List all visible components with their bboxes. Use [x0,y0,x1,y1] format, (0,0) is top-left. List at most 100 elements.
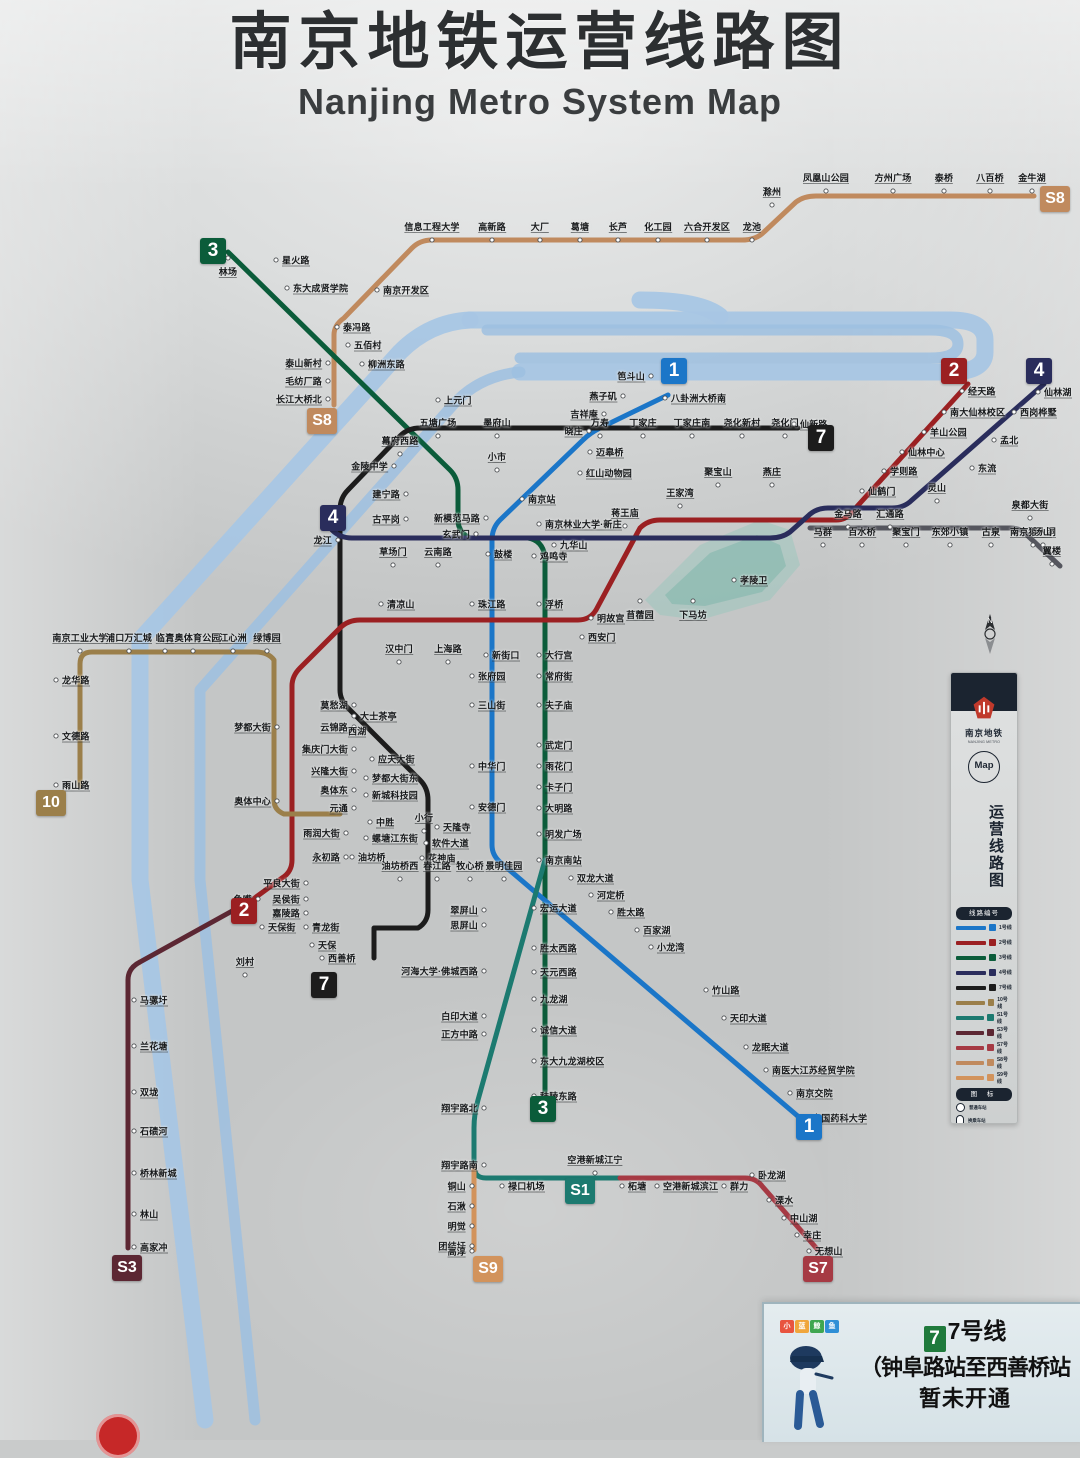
station-dot[interactable] [469,1203,475,1209]
station-dot[interactable] [586,428,592,434]
badge-s8-east[interactable]: S8 [1040,186,1070,212]
badge-l2-west[interactable]: 2 [231,898,257,924]
badge-s8[interactable]: S8 [307,408,337,434]
station-dot[interactable] [351,787,357,793]
station-dot[interactable] [53,677,59,683]
station-dot[interactable] [53,782,59,788]
station-dot[interactable] [131,1170,137,1176]
station-dot[interactable] [131,1211,137,1217]
station-dot[interactable] [1011,409,1017,415]
station-dot[interactable] [319,955,325,961]
line-S1[interactable] [471,857,623,1181]
badge-s3[interactable]: S3 [112,1255,142,1281]
station-dot[interactable] [469,1183,475,1189]
station-dot[interactable] [499,1183,505,1189]
badge-l3-south[interactable]: 3 [530,1096,556,1122]
station-dot[interactable] [536,673,542,679]
station-dot[interactable] [721,1015,727,1021]
station-dot[interactable] [592,1170,598,1176]
station-dot[interactable] [483,515,489,521]
station-dot[interactable] [689,433,695,439]
badge-l4-east[interactable]: 4 [1026,358,1052,384]
badge-l2-east[interactable]: 2 [941,358,967,384]
station-dot[interactable] [579,634,585,640]
station-dot[interactable] [531,945,537,951]
station-dot[interactable] [969,465,975,471]
line-S7[interactable] [617,1175,821,1253]
station-dot[interactable] [485,551,491,557]
station-dot[interactable] [769,482,775,488]
station-dot[interactable] [483,652,489,658]
station-dot[interactable] [536,742,542,748]
station-dot[interactable] [721,1183,727,1189]
station-dot[interactable] [887,524,893,530]
station-dot[interactable] [274,798,280,804]
station-dot[interactable] [1040,542,1046,548]
station-dot[interactable] [303,924,309,930]
station-dot[interactable] [536,805,542,811]
badge-l3-north[interactable]: 3 [200,238,226,264]
station-dot[interactable] [531,1058,537,1064]
station-dot[interactable] [655,237,661,243]
station-dot[interactable] [763,1067,769,1073]
station-dot[interactable] [325,378,331,384]
station-dot[interactable] [469,804,475,810]
station-dot[interactable] [325,360,331,366]
station-dot[interactable] [284,285,290,291]
station-dot[interactable] [53,733,59,739]
legend-line-row[interactable]: S7号线 [951,1040,1017,1055]
station-dot[interactable] [351,713,357,719]
station-dot[interactable] [345,342,351,348]
station-dot[interactable] [403,516,409,522]
station-dot[interactable] [731,577,737,583]
station-dot[interactable] [531,996,537,1002]
station-dot[interactable] [690,598,696,604]
station-dot[interactable] [481,1013,487,1019]
station-dot[interactable] [403,491,409,497]
station-dot[interactable] [397,451,403,457]
station-dot[interactable] [481,1105,487,1111]
station-dot[interactable] [845,524,851,530]
station-dot[interactable] [577,237,583,243]
station-dot[interactable] [494,467,500,473]
station-dot[interactable] [429,237,435,243]
station-dot[interactable] [1027,515,1033,521]
station-dot[interactable] [536,652,542,658]
station-dot[interactable] [536,601,542,607]
line-S8[interactable] [331,193,1037,408]
badge-l4-west[interactable]: 4 [320,505,346,531]
station-dot[interactable] [469,1243,475,1249]
station-dot[interactable] [419,855,425,861]
station-dot[interactable] [615,237,621,243]
station-dot[interactable] [367,819,373,825]
station-dot[interactable] [531,969,537,975]
station-dot[interactable] [715,482,721,488]
station-dot[interactable] [303,910,309,916]
station-dot[interactable] [469,763,475,769]
station-dot[interactable] [481,1031,487,1037]
station-dot[interactable] [131,1244,137,1250]
station-dot[interactable] [823,188,829,194]
line-10[interactable] [77,649,343,817]
station-dot[interactable] [190,648,196,654]
station-dot[interactable] [622,523,628,529]
station-dot[interactable] [273,257,279,263]
legend-line-row[interactable]: S9号线 [951,1070,1017,1085]
station-dot[interactable] [890,188,896,194]
station-dot[interactable] [597,433,603,439]
station-dot[interactable] [766,1197,772,1203]
station-dot[interactable] [131,1089,137,1095]
legend-line-row[interactable]: S3号线 [951,1025,1017,1040]
station-dot[interactable] [749,237,755,243]
legend-line-row[interactable]: S1号线 [951,1010,1017,1025]
station-dot[interactable] [921,429,927,435]
station-dot[interactable] [531,1027,537,1033]
badge-s7[interactable]: S7 [803,1256,833,1282]
station-dot[interactable] [494,433,500,439]
station-dot[interactable] [601,411,607,417]
station-dot[interactable] [349,854,355,860]
station-dot[interactable] [303,880,309,886]
station-dot[interactable] [351,746,357,752]
